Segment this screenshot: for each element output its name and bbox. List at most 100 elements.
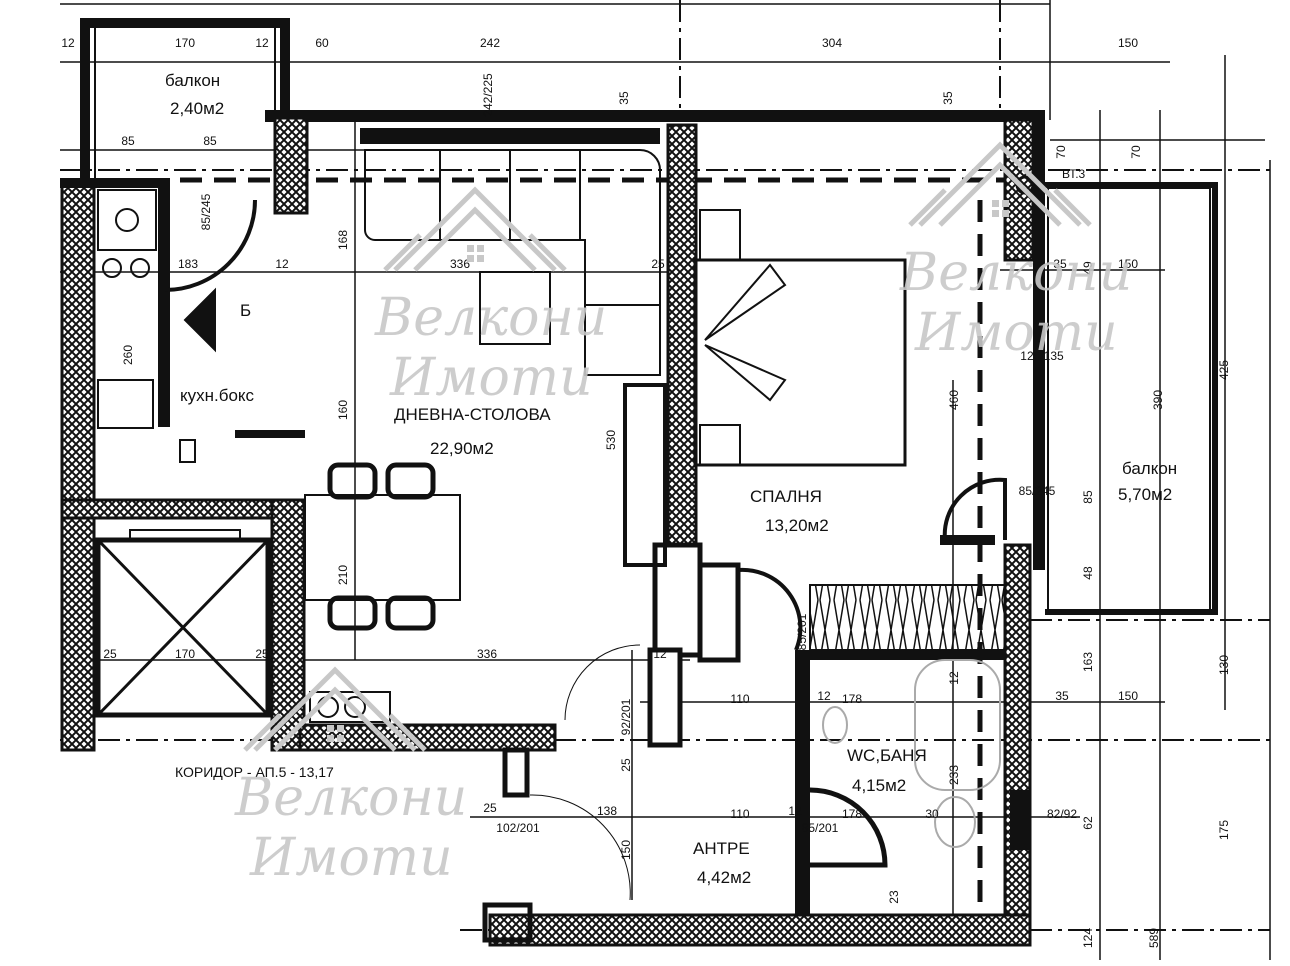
dimension-label: 35 [1055, 689, 1069, 703]
dimension-label: 150 [1118, 257, 1138, 271]
kitchen-mark: Б [240, 301, 251, 320]
dimension-label: 85 [1081, 490, 1095, 504]
dimension-label: 35 [617, 91, 631, 105]
dimension-label: 150 [619, 840, 633, 860]
dimension-label: 110 [730, 692, 749, 706]
dimension-label: 92/201 [619, 698, 633, 735]
watermark-line1: Велкони [234, 768, 467, 828]
dimension-label: 110 [730, 807, 749, 821]
dimension-label: 160 [336, 400, 350, 420]
dimension-label: 62 [1081, 816, 1095, 830]
dimension-label: 25 [255, 647, 269, 661]
small-balcony-area: 2,40м2 [170, 99, 224, 118]
dimension-label: 460 [947, 390, 961, 410]
dimension-label: 85/201 [802, 821, 839, 835]
dimension-label: 25 [483, 801, 497, 815]
dimension-label: 60 [315, 36, 329, 50]
dimension-label: 178 [842, 692, 862, 706]
dimension-label: 150 [1118, 36, 1138, 50]
dimension-label: 170 [175, 36, 195, 50]
large-balcony-name: балкон [1122, 459, 1177, 478]
dimension-label: 175 [1217, 820, 1231, 840]
dimension-label: 425 [1217, 360, 1231, 380]
dimension-label: 183 [178, 257, 198, 271]
dimension-label: 138 [597, 804, 617, 818]
watermark-line2: Имоти [249, 828, 453, 888]
house-logo-icon [243, 666, 427, 752]
dimension-labels: 12 170 12 60 242 304 150 85 85 35 35 242/225 85/245 1… [61, 36, 1231, 948]
dimension-label: 178 [842, 807, 862, 821]
dimension-label: 49 [1081, 261, 1095, 275]
dimension-label: 85/201 [795, 613, 809, 650]
dimension-label: 242/225 [481, 73, 495, 117]
dimension-label: 336 [477, 647, 497, 661]
walls [60, 110, 1045, 947]
dimension-label: 589 [1147, 928, 1161, 948]
large-balcony [1045, 182, 1218, 615]
furniture [97, 149, 1035, 848]
dimension-label: 170 [175, 647, 195, 661]
dimension-label: 70 [1129, 145, 1143, 159]
dimension-label: 102/201 [496, 821, 540, 835]
dimension-label: 390 [1151, 390, 1165, 410]
large-balcony-area: 5,70м2 [1118, 485, 1172, 504]
dimension-label: 82/92 [1047, 807, 1077, 821]
dimension-label: 35 [941, 91, 955, 105]
watermark-line2: Имоти [389, 348, 593, 408]
dimension-label: 25 [651, 257, 665, 271]
corridor-label: КОРИДОР - АП.5 - 13,17 [175, 764, 334, 780]
dimension-label: 12 [947, 671, 961, 685]
dimension-label: 25 [103, 647, 117, 661]
dimension-label: 242 [480, 36, 500, 50]
living-area: 22,90м2 [430, 439, 494, 458]
watermark-line1: Велкони [899, 243, 1132, 303]
dimension-label: 336 [450, 257, 470, 271]
dimension-label: 30 [925, 807, 939, 821]
bathroom-area: 4,15м2 [852, 776, 906, 795]
dimension-label: 48 [1081, 566, 1095, 580]
watermark-line2: Имоти [914, 303, 1118, 363]
dimension-label: 12 [817, 689, 831, 703]
small-balcony-name: балкон [165, 71, 220, 90]
dimension-label: 233 [947, 765, 961, 785]
dimension-label: 23 [887, 890, 901, 904]
dimension-label: 124 [1081, 928, 1095, 948]
dimension-label: 35 [1053, 257, 1067, 271]
house-logo-icon [383, 186, 567, 272]
dimension-label: 210 [336, 565, 350, 585]
entrance-name: АНТРЕ [693, 839, 750, 858]
elevator-shaft [95, 529, 271, 718]
dimension-label: 12 [653, 647, 667, 661]
living-name: ДНЕВНА-СТОЛОВА [394, 405, 551, 424]
dimension-label: 25 [619, 758, 633, 772]
dimension-label: 85 [121, 134, 135, 148]
bathroom-name: WC,БАНЯ [847, 746, 927, 765]
dimension-label: 12 [788, 804, 802, 818]
dimension-label: 70 [1054, 145, 1068, 159]
room-labels: балкон 2,40м2 кухн.бокс Б ДНЕВНА-СТОЛОВА… [165, 71, 1177, 887]
dimension-label: 12 [275, 257, 289, 271]
watermark-line1: Велкони [374, 288, 607, 348]
kitchen-name: кухн.бокс [180, 386, 255, 405]
dimension-label: 260 [121, 345, 135, 365]
dimension-label: 85 [203, 134, 217, 148]
small-balcony [80, 18, 290, 180]
dimension-label: 163 [1081, 652, 1095, 672]
doors [163, 185, 1007, 901]
dimension-label: 150 [1118, 689, 1138, 703]
riser-label: ВТ.3 [1062, 167, 1086, 181]
dimension-label: 304 [822, 36, 842, 50]
dimension-label: 85/245 [1019, 484, 1056, 498]
entrance-area: 4,42м2 [697, 868, 751, 887]
dimension-label: 85/245 [199, 193, 213, 230]
dimension-label: 168 [336, 230, 350, 250]
bedroom-name: СПАЛНЯ [750, 487, 822, 506]
dimension-lines [60, 0, 1271, 960]
dimension-label: 130 [1217, 655, 1231, 675]
dimension-label: 125/135 [1020, 349, 1064, 363]
dimension-label: 12 [61, 36, 75, 50]
dimension-label: 12 [255, 36, 269, 50]
house-logo-icon [908, 141, 1092, 227]
